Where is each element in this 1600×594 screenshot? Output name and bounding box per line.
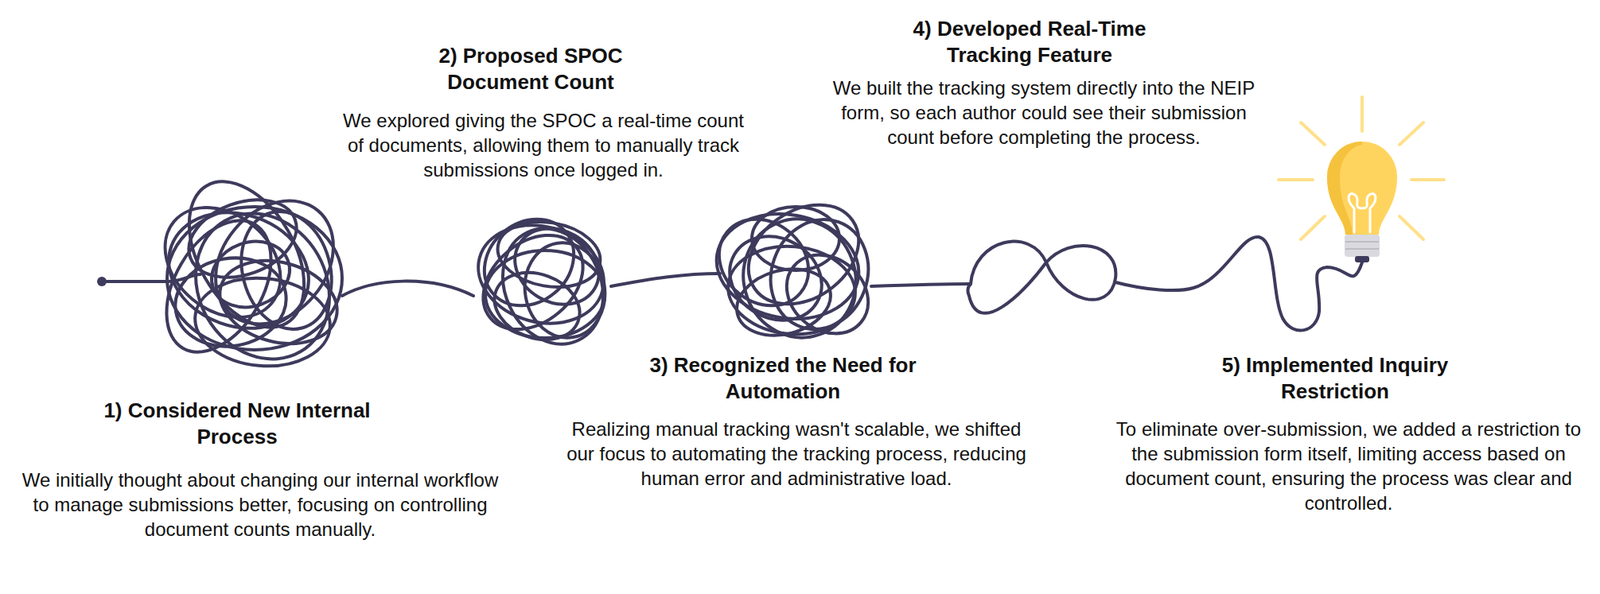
base-rib	[1345, 241, 1379, 243]
figure-eight-loop	[968, 241, 1117, 314]
base-rib	[1345, 248, 1379, 250]
ray	[1411, 178, 1445, 182]
bulb-shade	[1327, 141, 1363, 235]
step-heading: 4) Developed Real-Time Tracking Feature	[886, 15, 1173, 69]
ray	[1300, 122, 1325, 145]
scribble-loop	[485, 261, 590, 352]
scribble-loop	[228, 201, 344, 339]
ray	[1399, 122, 1424, 145]
scribble-loop	[165, 161, 328, 347]
scribble-loop	[169, 189, 356, 385]
bulb-filament	[1348, 193, 1376, 233]
step-description: Realizing manual tracking wasn't scalabl…	[565, 416, 1028, 491]
small-tangle	[701, 184, 884, 354]
step-heading: 5) Implemented Inquiry Restriction	[1195, 352, 1475, 405]
tangled-line	[97, 161, 1363, 384]
bulb-rays	[1278, 97, 1445, 240]
ray	[1360, 97, 1364, 132]
line-segment	[342, 281, 474, 296]
squiggle-to-bulb	[1115, 237, 1363, 331]
line-segment	[871, 284, 971, 287]
step-description: We explored giving the SPOC a real-time …	[336, 108, 751, 183]
ray	[1399, 216, 1424, 240]
scribble-loop	[144, 202, 292, 371]
step-description: We initially thought about changing our …	[21, 467, 499, 542]
big-tangle	[143, 161, 358, 384]
bulb-tip	[1354, 256, 1370, 263]
scribble-loop	[751, 206, 840, 271]
ray	[1278, 178, 1313, 182]
scribble-loop	[492, 214, 606, 295]
scribble-loop	[501, 214, 613, 320]
scribble-loop	[770, 238, 884, 351]
bulb-glass	[1327, 141, 1398, 235]
light-bulb	[1278, 97, 1445, 263]
scribble-loop	[202, 230, 299, 318]
step-description: We built the tracking system directly in…	[817, 75, 1271, 150]
step-description: To eliminate over-submission, we added a…	[1109, 416, 1588, 516]
ray	[1300, 216, 1325, 240]
step-heading: 3) Recognized the Need for Automation	[623, 352, 943, 405]
bulb-base	[1344, 234, 1380, 257]
medium-tangle	[464, 201, 622, 361]
line-segment	[611, 273, 721, 287]
step-heading: 2) Proposed SPOC Document Count	[411, 42, 651, 96]
scribble-loop	[701, 201, 826, 324]
step-heading: 1) Considered New Internal Process	[77, 397, 397, 451]
